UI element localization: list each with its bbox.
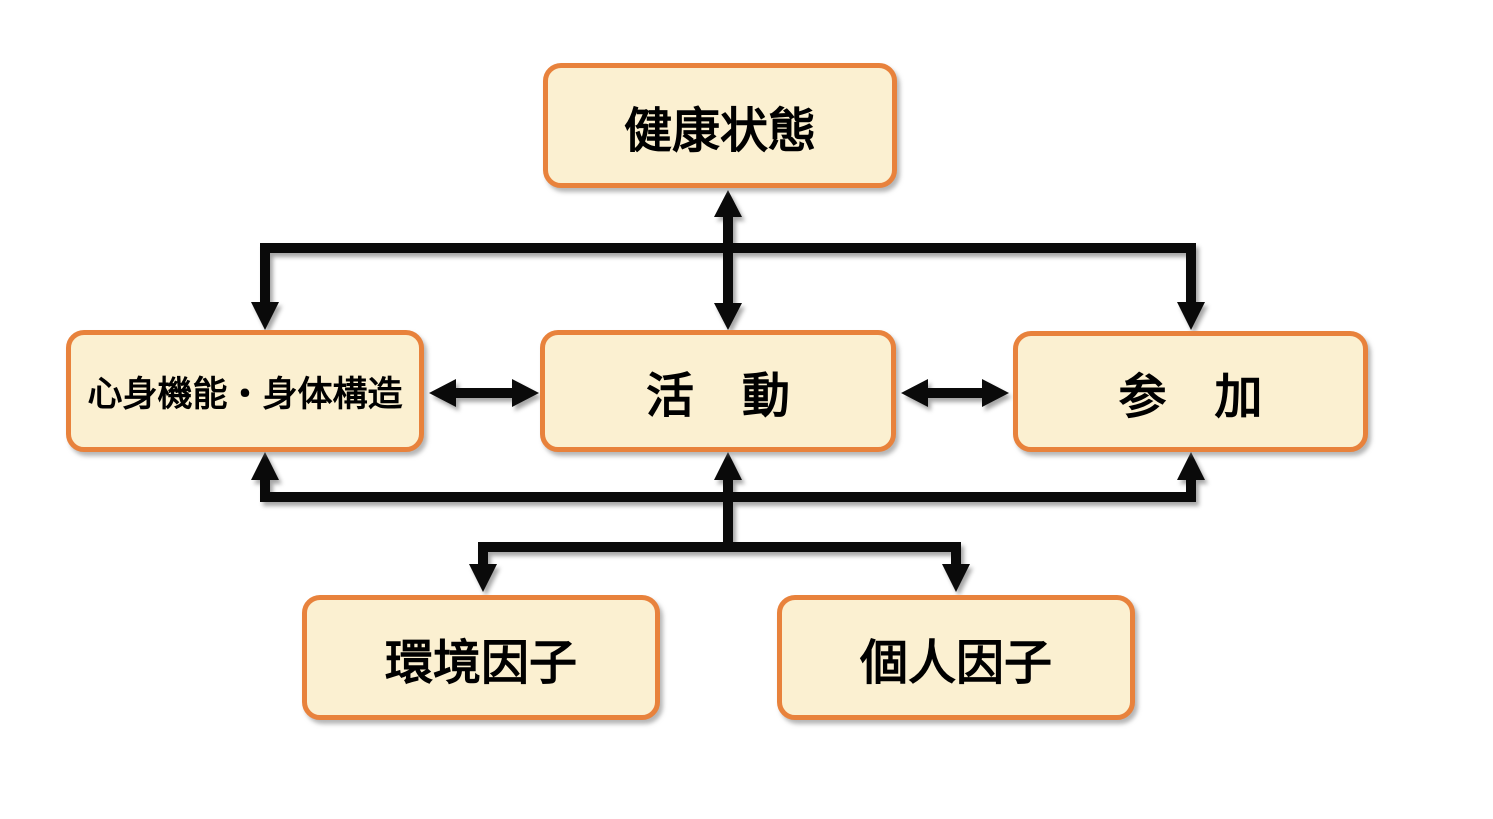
arrow-activity-participation (901, 379, 1009, 407)
node-participation: 参 加 (1013, 331, 1368, 452)
arrow-health-to-body-and-participation (251, 243, 1205, 330)
node-personal-factors-label: 個人因子 (859, 634, 1052, 691)
node-body-functions-structures-label: 心身機能・身体構造 (87, 374, 403, 415)
node-activity: 活 動 (540, 330, 896, 452)
node-environmental-factors: 環境因子 (302, 595, 660, 720)
arrow-health-activity (714, 190, 742, 330)
arrow-bus-to-middle-row (251, 452, 1205, 552)
node-activity-label: 活 動 (645, 368, 790, 424)
node-health-condition-label: 健康状態 (623, 102, 816, 159)
node-environmental-factors-label: 環境因子 (384, 634, 577, 691)
node-personal-factors: 個人因子 (777, 595, 1135, 720)
arrow-body-activity (429, 379, 539, 407)
arrow-bus-to-factors (469, 542, 970, 592)
node-health-condition: 健康状態 (543, 63, 897, 188)
node-participation-label: 参 加 (1118, 368, 1263, 425)
node-body-functions-structures: 心身機能・身体構造 (66, 330, 424, 452)
